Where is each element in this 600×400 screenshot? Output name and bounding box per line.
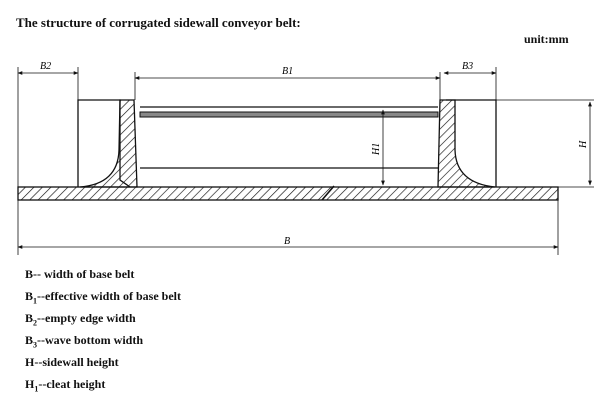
legend-item: H1--cleat height xyxy=(25,377,106,394)
legend-item: B2--empty edge width xyxy=(25,311,136,328)
unit-label: unit:mm xyxy=(524,32,569,46)
base-belt-joint xyxy=(321,185,335,201)
legend-item: B-- width of base belt xyxy=(25,267,135,281)
b-label: B xyxy=(284,236,290,247)
cleat-top xyxy=(139,111,439,118)
page-title: The structure of corrugated sidewall con… xyxy=(16,15,301,30)
legend: B-- width of base belt B1--effective wid… xyxy=(25,263,181,395)
legend-item: B1--effective width of base belt xyxy=(25,289,181,306)
extension-lines xyxy=(17,67,594,255)
base-belt xyxy=(17,186,559,201)
right-sidewall-section xyxy=(437,99,496,188)
left-sidewall-section xyxy=(79,99,138,188)
b1-label: B1 xyxy=(282,66,293,77)
h1-label: H1 xyxy=(371,143,382,156)
b2-label: B2 xyxy=(40,61,51,72)
legend-item: B3--wave bottom width xyxy=(25,333,144,350)
legend-item: H--sidewall height xyxy=(25,355,119,369)
h-label: H xyxy=(578,140,589,149)
b3-label: B3 xyxy=(462,61,473,72)
